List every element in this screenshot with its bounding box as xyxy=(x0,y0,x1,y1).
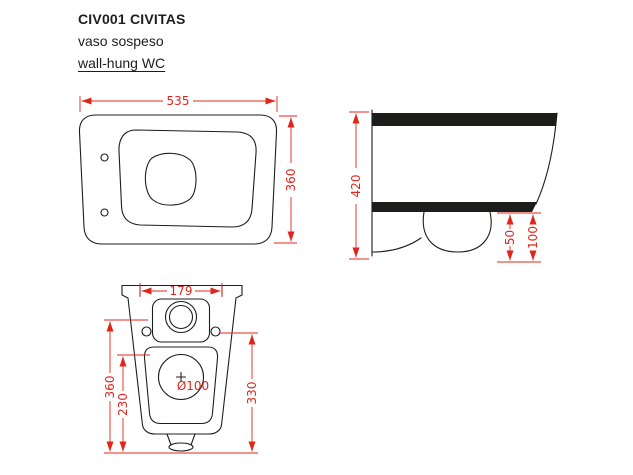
subtitle-italian: vaso sospeso xyxy=(78,33,164,49)
drain-circle xyxy=(157,353,205,401)
hinge-hole-bottom xyxy=(100,208,109,217)
front-height-total-dimension-label: 360 xyxy=(103,376,117,399)
inlet-circle-outer xyxy=(164,300,198,334)
front-view-dimensions: 179 360 230 330 Ø100 xyxy=(103,283,259,454)
bolt-hole-left xyxy=(141,326,152,337)
side-offset-large-dimension-label: 100 xyxy=(526,226,540,249)
side-offset-small-dimension-label: 50 xyxy=(503,230,517,245)
subtitle-english: wall-hung WC xyxy=(78,55,166,71)
outlet-ellipse xyxy=(168,442,194,452)
trap-outline xyxy=(422,211,492,253)
plan-view-outline xyxy=(78,114,278,245)
front-view-outline xyxy=(121,284,243,452)
front-height-inner-dimension-label: 230 xyxy=(116,393,130,416)
mount-plate-outline xyxy=(151,298,211,343)
side-height-dimension-label: 420 xyxy=(349,175,363,198)
side-view-dimensions: 420 50 100 xyxy=(349,111,541,263)
hinge-hole-top xyxy=(100,153,109,162)
side-underside-curve xyxy=(371,237,422,253)
plan-depth-dimension-label: 360 xyxy=(284,169,298,192)
plan-width-dimension-label: 535 xyxy=(167,94,190,108)
bolt-hole-right xyxy=(210,326,221,337)
drain-housing-outline xyxy=(143,346,219,425)
inlet-circle-inner xyxy=(168,304,194,330)
front-top-width-dimension-label: 179 xyxy=(170,284,193,298)
product-code-title: CIV001 CIVITAS xyxy=(78,11,186,27)
side-view-outline xyxy=(371,109,558,257)
plan-view-dimensions: 535 360 xyxy=(79,94,298,244)
drain-diameter-label: Ø100 xyxy=(177,379,209,393)
drawing-header: CIV001 CIVITAS vaso sospeso wall-hung WC xyxy=(78,8,186,74)
front-height-right-dimension-label: 330 xyxy=(245,382,259,405)
